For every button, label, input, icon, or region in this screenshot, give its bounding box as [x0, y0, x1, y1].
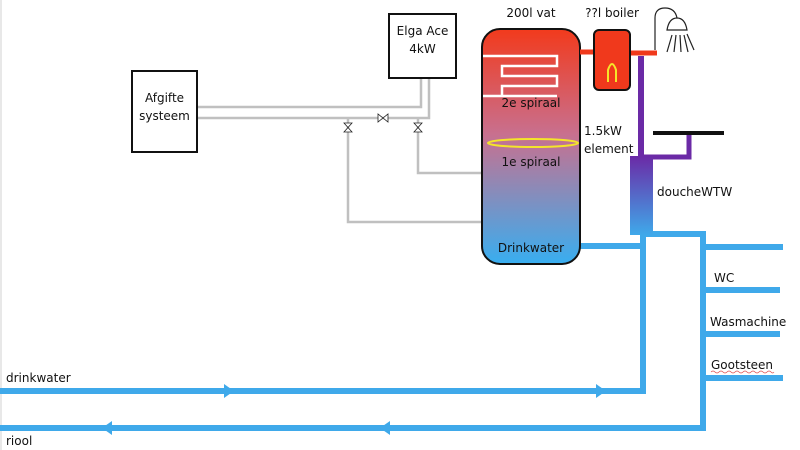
shower-heat-exchanger — [630, 156, 653, 235]
flow-arrow-icon — [102, 421, 112, 435]
heat-pump-label-2: 4kW — [409, 42, 436, 56]
sink-label: Gootsteen — [711, 358, 773, 372]
water-pipes — [0, 231, 783, 431]
wc-label: WC — [714, 271, 734, 285]
flow-arrow-icon — [596, 384, 606, 398]
valve-icon[interactable] — [377, 113, 389, 123]
valve-icon[interactable] — [343, 122, 353, 133]
flame-icon — [607, 63, 617, 82]
shower-icon — [654, 7, 695, 53]
heat-pump-box — [388, 13, 457, 79]
sewer-label: riool — [6, 434, 32, 448]
heat-emitter-label-2: systeem — [139, 109, 190, 123]
shower-hx-label: doucheWTW — [657, 185, 732, 199]
heat-pump-label-1: Elga Ace — [397, 24, 449, 38]
boiler-title: ??l boiler — [585, 6, 639, 20]
coil-2-label: 2e spiraal — [501, 96, 560, 110]
valve-icon[interactable] — [413, 122, 423, 133]
spellcheck-underline — [710, 370, 775, 374]
tank-title: 200l vat — [506, 6, 556, 20]
drain-pipe — [640, 134, 692, 160]
tank-bottom-label: Drinkwater — [498, 241, 564, 255]
heating-element — [487, 138, 579, 148]
flow-arrow-icon — [380, 421, 390, 435]
boiler — [593, 29, 631, 91]
heat-emitter-label-1: Afgifte — [145, 91, 184, 105]
drinking-water-label: drinkwater — [6, 371, 71, 385]
element-label-2: element — [584, 142, 634, 156]
flow-arrow-icon — [224, 384, 234, 398]
washing-machine-label: Wasmachine — [710, 315, 786, 329]
element-label-1: 1.5kW — [584, 124, 622, 138]
heat-emitter-box — [131, 70, 198, 153]
coil-2 — [483, 54, 559, 98]
coil-1-label: 1e spiraal — [501, 155, 560, 169]
